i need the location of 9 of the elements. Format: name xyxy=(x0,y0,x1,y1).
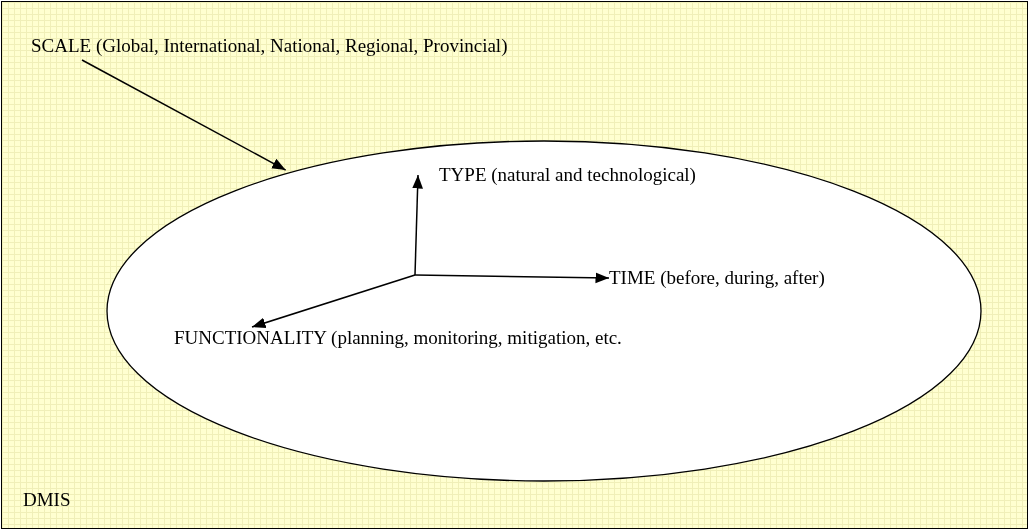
axis-arrow xyxy=(251,274,416,329)
axis-label: TYPE (natural and technological) xyxy=(417,164,696,186)
leader-arrow xyxy=(81,59,287,171)
axis-label: FUNCTIONALITY (planning, monitoring, mitigation, etc. xyxy=(174,327,622,349)
frame-label: DMIS xyxy=(23,489,71,511)
axis-label: SCALE (Global, International, National, Regional, Provincial) xyxy=(31,35,508,57)
axis-arrow xyxy=(414,272,610,284)
axis-arrow xyxy=(412,174,423,276)
axis-label: TIME (before, during, after) xyxy=(609,267,825,289)
